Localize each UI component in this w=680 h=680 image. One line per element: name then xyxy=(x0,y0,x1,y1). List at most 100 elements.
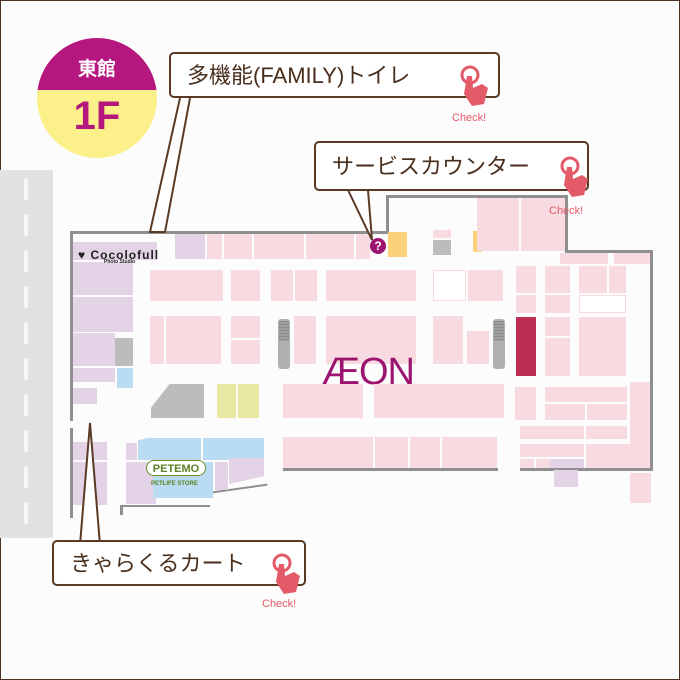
store[interactable] xyxy=(550,459,584,468)
wall xyxy=(70,428,73,518)
store[interactable] xyxy=(356,234,370,259)
road-marking xyxy=(24,178,28,200)
wall xyxy=(70,231,388,234)
store[interactable] xyxy=(224,234,252,259)
store[interactable] xyxy=(374,384,504,418)
check-label[interactable]: Check! xyxy=(452,112,487,124)
store[interactable] xyxy=(520,444,584,457)
building-label: 東館 xyxy=(77,59,116,80)
check-label[interactable]: Check! xyxy=(262,598,297,610)
store[interactable] xyxy=(516,266,536,293)
store[interactable] xyxy=(231,340,260,364)
facility xyxy=(217,384,236,418)
store[interactable] xyxy=(231,270,260,301)
escalator-icon xyxy=(278,319,290,369)
facility xyxy=(238,384,259,418)
store[interactable] xyxy=(586,426,627,439)
store[interactable] xyxy=(468,270,503,301)
store[interactable] xyxy=(294,316,316,364)
store[interactable] xyxy=(545,266,570,293)
store[interactable] xyxy=(254,234,304,259)
store[interactable] xyxy=(283,384,363,418)
check-label[interactable]: Check! xyxy=(549,205,584,217)
petemo-logo: PETEMO xyxy=(146,460,206,476)
store[interactable] xyxy=(150,316,164,364)
store[interactable] xyxy=(73,388,97,404)
store-petemo[interactable] xyxy=(203,438,264,460)
store[interactable] xyxy=(520,459,534,468)
store[interactable] xyxy=(467,331,489,364)
store[interactable] xyxy=(545,317,570,336)
store[interactable] xyxy=(73,297,133,332)
store[interactable] xyxy=(520,426,584,439)
store[interactable] xyxy=(295,270,317,301)
store[interactable] xyxy=(166,316,221,364)
store[interactable] xyxy=(271,270,293,301)
store[interactable] xyxy=(215,462,228,490)
store[interactable] xyxy=(515,387,536,420)
store[interactable] xyxy=(579,266,607,293)
callout-label: サービスカウンター xyxy=(332,154,531,179)
service-counter-marker[interactable]: ? xyxy=(370,238,386,254)
store-highlight[interactable] xyxy=(516,317,536,376)
escalator-icon xyxy=(493,319,505,369)
store[interactable] xyxy=(586,444,650,468)
store[interactable] xyxy=(545,295,570,313)
store[interactable] xyxy=(73,262,133,295)
store[interactable] xyxy=(433,230,451,238)
store[interactable] xyxy=(150,270,223,301)
store[interactable] xyxy=(326,316,416,364)
wall xyxy=(386,195,389,233)
store[interactable] xyxy=(104,303,133,312)
store-cocolofull[interactable] xyxy=(73,242,157,260)
store[interactable] xyxy=(477,198,519,251)
facility xyxy=(117,368,133,388)
store[interactable] xyxy=(410,437,440,468)
store-petemo[interactable] xyxy=(138,438,201,460)
facility-toilet[interactable] xyxy=(388,232,407,257)
store[interactable] xyxy=(521,198,565,251)
store[interactable] xyxy=(579,317,626,376)
callout-kyarakuru-cart[interactable]: きゃらくるカート xyxy=(52,540,306,586)
store[interactable] xyxy=(73,368,115,382)
callout-label: 多機能(FAMILY)トイレ xyxy=(187,63,411,88)
store[interactable] xyxy=(126,443,137,460)
heart-icon: ♥ xyxy=(78,248,87,262)
store[interactable] xyxy=(433,316,463,364)
store[interactable] xyxy=(545,404,585,420)
store-subtitle: Photo Studio xyxy=(104,259,136,265)
store[interactable] xyxy=(175,234,205,259)
store[interactable] xyxy=(614,253,650,264)
store[interactable] xyxy=(554,470,578,487)
facility xyxy=(433,240,451,255)
store[interactable] xyxy=(579,295,626,313)
road-marking xyxy=(24,466,28,488)
store[interactable] xyxy=(545,338,570,376)
store[interactable] xyxy=(587,404,627,420)
store[interactable] xyxy=(442,437,497,468)
store[interactable] xyxy=(536,459,550,468)
callout-service-counter[interactable]: サービスカウンター xyxy=(314,141,589,191)
store[interactable] xyxy=(630,473,651,503)
road-marking xyxy=(24,430,28,452)
tap-hand-icon[interactable] xyxy=(268,552,308,598)
tap-hand-icon[interactable] xyxy=(556,155,596,201)
wall xyxy=(283,468,498,471)
store[interactable] xyxy=(516,295,536,313)
road-marking xyxy=(24,502,28,524)
store[interactable] xyxy=(326,270,416,301)
store[interactable] xyxy=(560,253,608,264)
store[interactable] xyxy=(306,234,354,259)
store[interactable] xyxy=(231,316,260,338)
tap-hand-icon[interactable] xyxy=(456,64,496,110)
store[interactable] xyxy=(545,387,627,402)
store[interactable] xyxy=(375,437,408,468)
store[interactable] xyxy=(73,333,115,366)
store[interactable] xyxy=(433,270,466,301)
callout-family-toilet[interactable]: 多機能(FAMILY)トイレ xyxy=(169,52,500,98)
cocolofull-logo: ♥ Cocolofull xyxy=(78,248,159,262)
road-marking xyxy=(24,358,28,380)
store[interactable] xyxy=(207,234,222,259)
store[interactable] xyxy=(283,437,373,468)
store[interactable] xyxy=(609,266,626,293)
